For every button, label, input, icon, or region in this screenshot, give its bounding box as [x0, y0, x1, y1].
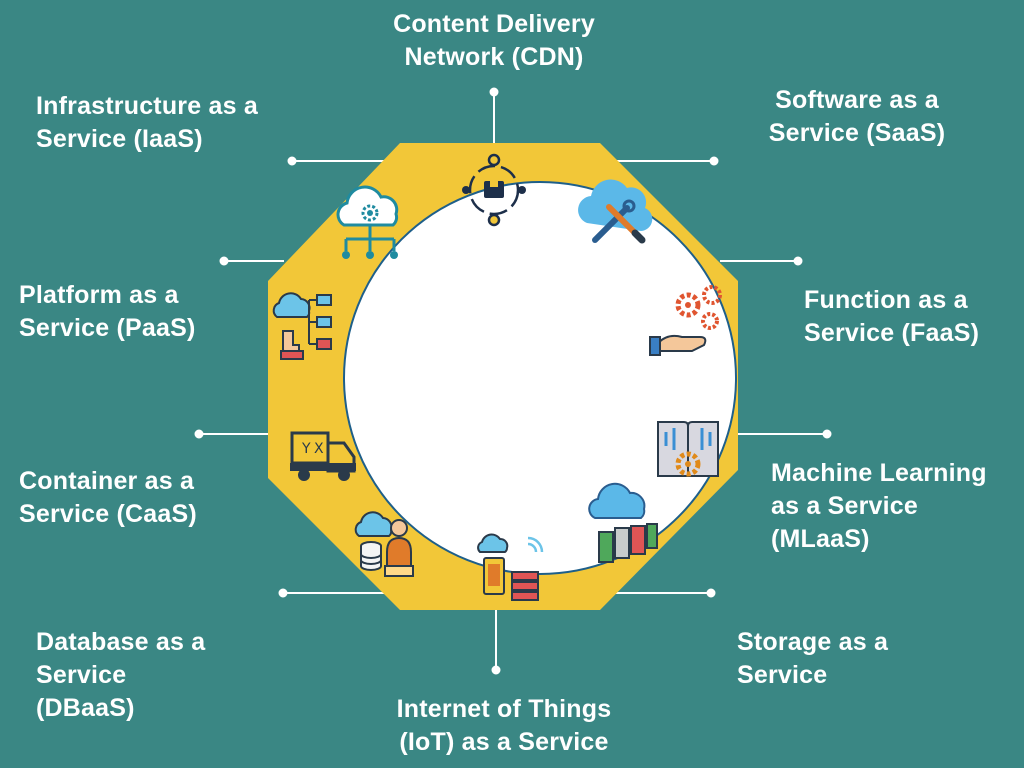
- cloud-tools-icon: [578, 179, 653, 244]
- label-mlaas: Machine Learning as a Service (MLaaS): [771, 457, 987, 556]
- svg-text:X: X: [314, 441, 324, 457]
- person-database-cloud-icon: [354, 511, 414, 577]
- cloud-hand-flowchart-icon: [272, 292, 332, 360]
- connector-cdn: [489, 87, 499, 143]
- label-staas-line2: Service: [737, 661, 828, 689]
- container-truck-icon: Y X: [290, 431, 356, 481]
- label-iot-line1: Internet of Things: [396, 695, 612, 723]
- connector-saas: [610, 156, 719, 166]
- label-dbaas-line1: Database as a: [36, 628, 206, 656]
- label-dbaas-line2: Service: [36, 661, 127, 689]
- label-paas-line1: Platform as a: [19, 281, 179, 309]
- hand-gears-icon: [649, 285, 722, 356]
- label-iaas-line2: Service (IaaS): [36, 125, 203, 153]
- cdn-box-network-icon: [462, 153, 526, 227]
- connector-dbaas: [278, 588, 385, 598]
- label-saas: Software as a Service (SaaS): [742, 84, 972, 150]
- connector-mlaas: [738, 429, 832, 439]
- connectors: [194, 87, 832, 675]
- book-circuit-gear-icon: [657, 421, 719, 477]
- label-cdn: Content Delivery Network (CDN): [364, 8, 624, 74]
- connector-iaas: [287, 156, 395, 166]
- cloud-gear-network-icon: [336, 185, 399, 259]
- label-dbaas-line3: (DBaaS): [36, 694, 135, 722]
- connector-staas: [612, 588, 716, 598]
- label-iot: Internet of Things (IoT) as a Service: [370, 693, 638, 759]
- label-mlaas-line1: Machine Learning: [771, 459, 987, 487]
- cloud-storage-servers-icon: [588, 482, 658, 563]
- label-mlaas-line2: as a Service: [771, 492, 918, 520]
- connector-iot: [491, 610, 501, 675]
- svg-text:Y: Y: [301, 441, 311, 457]
- label-caas-line1: Container as a: [19, 467, 195, 495]
- label-caas: Container as a Service (CaaS): [19, 465, 197, 531]
- label-faas-line2: Service (FaaS): [804, 319, 980, 347]
- center-circle: [343, 181, 737, 575]
- label-saas-line2: Service (SaaS): [768, 119, 946, 147]
- connector-paas: [219, 256, 284, 266]
- label-saas-line1: Software as a: [775, 86, 939, 114]
- connector-faas: [720, 256, 803, 266]
- label-dbaas: Database as a Service (DBaaS): [36, 626, 205, 725]
- connector-caas: [194, 429, 268, 439]
- label-iot-line2: (IoT) as a Service: [399, 728, 609, 756]
- label-faas-line1: Function as a: [804, 286, 968, 314]
- label-cdn-line1: Content Delivery: [393, 10, 595, 38]
- label-paas: Platform as a Service (PaaS): [19, 279, 196, 345]
- label-iaas: Infrastructure as a Service (IaaS): [36, 90, 258, 156]
- label-staas: Storage as a Service: [737, 626, 888, 692]
- phone-cloud-server-icon: [477, 533, 544, 601]
- label-staas-line1: Storage as a: [737, 628, 889, 656]
- label-mlaas-line3: (MLaaS): [771, 525, 870, 553]
- label-faas: Function as a Service (FaaS): [804, 284, 979, 350]
- label-paas-line2: Service (PaaS): [19, 314, 196, 342]
- label-caas-line2: Service (CaaS): [19, 500, 197, 528]
- label-cdn-line2: Network (CDN): [404, 43, 584, 71]
- label-iaas-line1: Infrastructure as a: [36, 92, 258, 120]
